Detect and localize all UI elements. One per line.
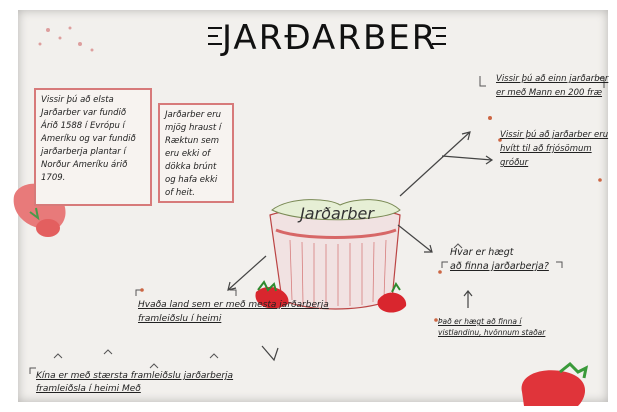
poster-title: JARÐARBER	[222, 18, 432, 58]
fact-box-growing: Jarðarber eru mjög hraust í Ræktun sem e…	[158, 103, 234, 203]
note-where-question: Hvar er hægt að finna jarðarberja?	[450, 246, 570, 274]
top-left-scribble	[39, 27, 94, 52]
note-color-text: Vissir þú að jarðarber eru hvítt til að …	[500, 130, 608, 168]
note-color: Vissir þú að jarðarber eru hvítt til að …	[500, 128, 614, 170]
note-where-answer-text: Það er hægt að finna í vistlandinu, hvön…	[438, 317, 545, 337]
note-where-line2: að finna jarðarberja?	[450, 261, 549, 272]
note-china-text: Kína er með stærsta framleiðslu jarðarbe…	[36, 371, 233, 394]
note-top-country: Hvaða land sem er með mesta jarðarberja …	[138, 298, 334, 326]
note-top-country-text: Hvaða land sem er með mesta jarðarberja …	[138, 300, 329, 324]
center-label: Jarðarber	[282, 204, 392, 223]
note-seeds: Vissir þú að einn jarðarber er með Mann …	[496, 72, 614, 100]
big-strawberry-right	[522, 364, 586, 406]
note-where-answer: Það er hægt að finna í vistlandinu, hvön…	[438, 316, 548, 338]
fact-box-history: Vissir þú að elsta Jarðarber var fundið …	[34, 88, 152, 206]
note-where-line1: Hvar er hægt	[450, 246, 570, 260]
note-china: Kína er með stærsta framleiðslu jarðarbe…	[36, 370, 276, 396]
note-seeds-text: Vissir þú að einn jarðarber er með Mann …	[496, 74, 608, 98]
